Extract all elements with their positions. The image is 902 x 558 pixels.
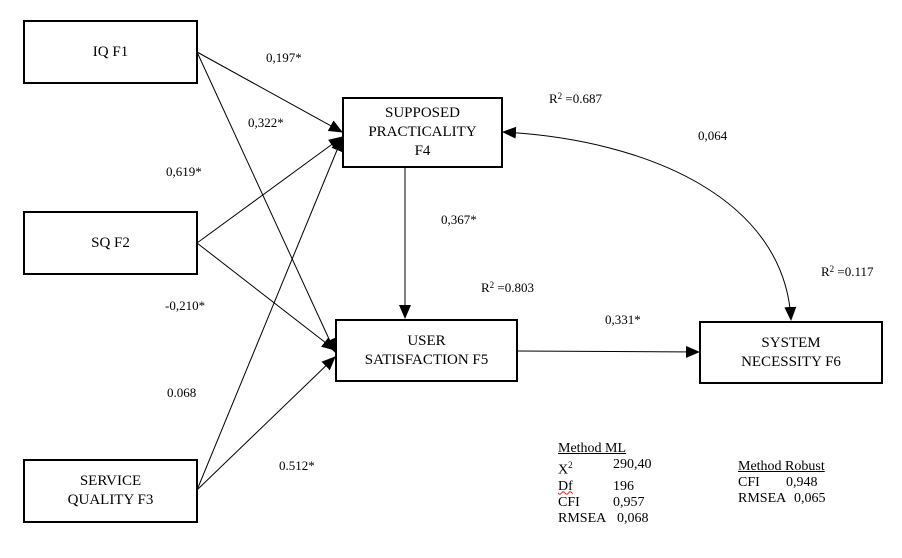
node-label-line: NECESSITY F6 — [741, 353, 841, 370]
path-f3-f4 — [196, 137, 343, 491]
coef-f6-f4: 0,064 — [698, 128, 728, 143]
path-f3-f5 — [196, 356, 336, 491]
fit-row: CFI 0,948 — [738, 475, 826, 491]
node-system-necessity-f6: SYSTEM NECESSITY F6 — [699, 321, 883, 384]
node-label-line: SATISFACTION F5 — [364, 351, 489, 368]
node-label-line: PRACTICALITY — [368, 124, 477, 140]
r-squared-sup: 2 — [489, 280, 495, 290]
r-squared-value: =0.803 — [494, 280, 535, 295]
r-squared-value: =0.687 — [562, 91, 603, 106]
fit-key: RMSEA — [558, 510, 607, 526]
node-sq-f2: SQ F2 — [23, 211, 198, 275]
fit-table-robust: Method Robust CFI 0,948 RMSEA 0,065 — [738, 459, 826, 507]
path-f6-f4-curved — [502, 126, 797, 321]
fit-value: 0,957 — [613, 494, 645, 510]
node-label-line: SUPPOSED — [384, 105, 461, 121]
node-iq-f1: IQ F1 — [23, 20, 198, 84]
path-f2-f5 — [196, 242, 336, 351]
r-squared-sup: 2 — [829, 264, 835, 274]
coef-f1-f5: 0,322* — [247, 115, 285, 130]
node-user-satisfaction-f5: USER SATISFACTION F5 — [335, 319, 518, 382]
fit-key: RMSEA — [738, 491, 787, 506]
node-service-quality-f3: SERVICE QUALITY F3 — [23, 459, 198, 523]
fit-row: X2 290,40 — [558, 457, 652, 479]
fit-row: RMSEA 0,065 — [738, 491, 826, 507]
path-f5-f6 — [516, 345, 700, 358]
fit-key: CFI — [738, 475, 760, 490]
path-f2-f4 — [196, 136, 343, 244]
fit-value: 290,40 — [613, 457, 652, 472]
coef-f5-f6: 0,331* — [605, 312, 641, 327]
fit-key: CFI — [558, 494, 580, 510]
path-f1-f4 — [196, 51, 343, 133]
fit-value: 0,068 — [617, 510, 649, 526]
node-label-line: SYSTEM — [761, 334, 821, 351]
node-label-line: SERVICE — [79, 473, 142, 489]
fit-table-ml: Method ML X2 290,40 Df 196 CFI 0,957 RMS… — [558, 441, 652, 527]
r-squared-f5: R2 =0.803 — [480, 278, 535, 295]
node-label-line: SQ F2 — [91, 234, 130, 251]
r-squared-f4: R2 =0.687 — [548, 89, 603, 106]
node-label-line: USER — [407, 332, 446, 349]
coef-f3-f4: 0.068 — [167, 385, 197, 400]
node-label-line: IQ F1 — [92, 43, 129, 60]
fit-row: RMSEA 0,068 — [558, 511, 652, 527]
coef-f1-f4: 0,197* — [265, 50, 303, 65]
r-squared-value: =0.117 — [834, 264, 874, 279]
fit-ml-title: Method ML — [558, 441, 627, 456]
fit-value: 0,948 — [786, 475, 818, 490]
fit-robust-title: Method Robust — [738, 459, 825, 474]
fit-key: X2 — [558, 460, 573, 478]
fit-value: 0,065 — [794, 491, 826, 506]
r-squared-prefix: R — [821, 264, 830, 279]
r-squared-f6: R2 =0.117 — [820, 262, 875, 279]
r-squared-sup: 2 — [557, 91, 563, 101]
fit-row: Df 196 — [558, 479, 652, 495]
r-squared-prefix: R — [481, 280, 490, 295]
r-squared-prefix: R — [549, 91, 558, 106]
node-supposed-practicality-f4: SUPPOSED PRACTICALITY F4 — [342, 97, 503, 168]
coef-f3-f5: 0.512* — [279, 458, 315, 473]
fit-value: 196 — [613, 478, 634, 494]
coef-f2-f5: -0,210* — [165, 298, 206, 313]
coef-f2-f4: 0,619* — [166, 164, 202, 179]
fit-row: CFI 0,957 — [558, 495, 652, 511]
path-f1-f5 — [196, 51, 336, 353]
node-label-line: QUALITY F3 — [67, 492, 154, 508]
coef-f4-f5: 0,367* — [441, 212, 477, 227]
fit-key: Df — [558, 478, 573, 494]
node-label-line: F4 — [414, 143, 431, 159]
